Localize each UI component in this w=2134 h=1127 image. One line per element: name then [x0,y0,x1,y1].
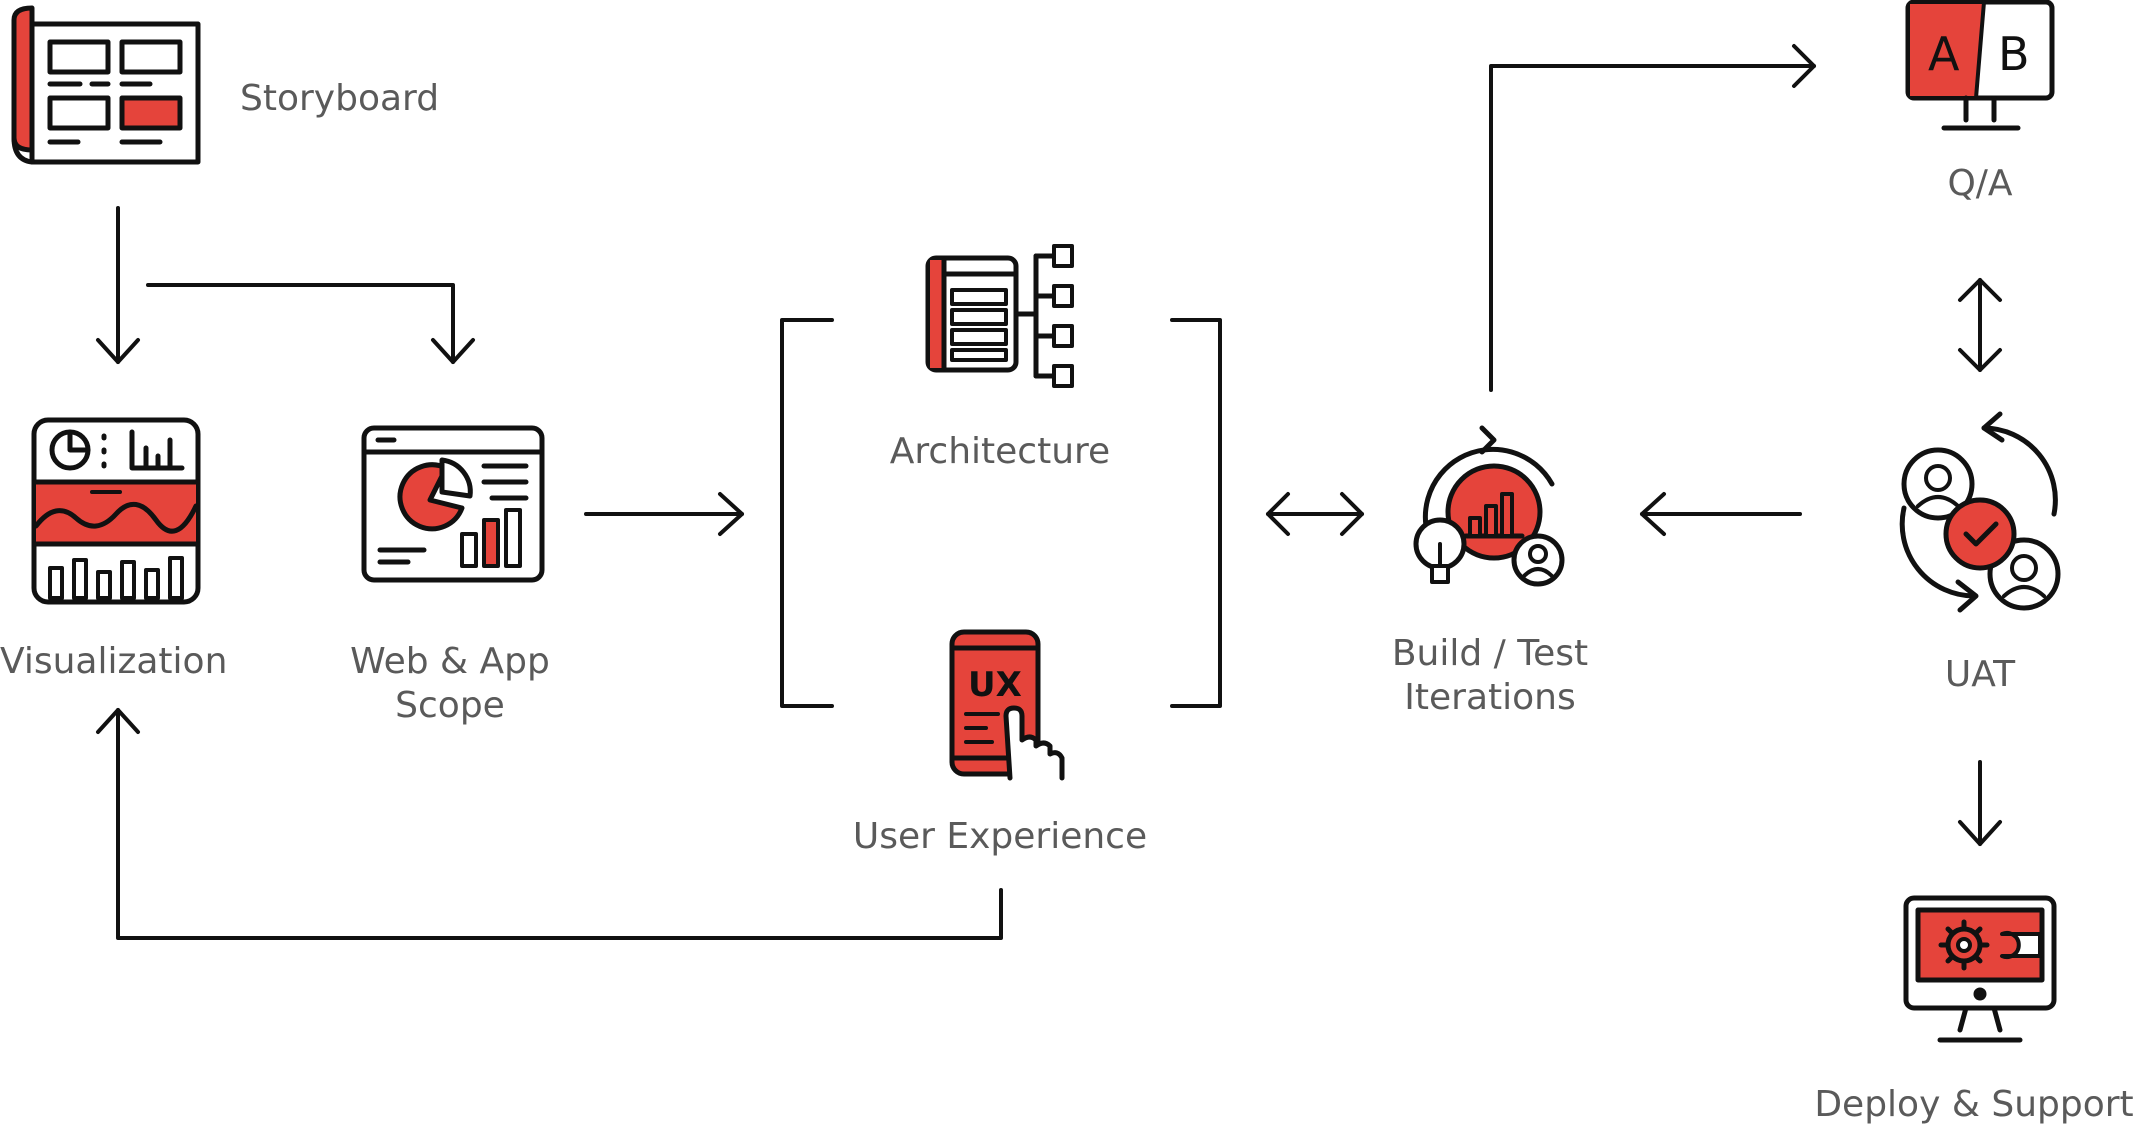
arrow-scope-to-design [584,492,744,536]
bracket-right [1170,318,1222,708]
label-qa: Q/A [1947,163,2013,204]
arrow-qa-uat-bidirectional [1958,278,2002,372]
arrow-storyboard-to-scope [146,283,475,364]
label-web-app-scope-line2: Scope [395,685,505,726]
arrow-storyboard-to-visualization [96,206,140,364]
svg-text:UX: UX [968,665,1022,705]
ux-touch-icon: UX [949,629,1065,781]
browser-analytics-icon [361,425,545,583]
arrow-ux-to-visualization [96,708,1003,940]
ab-letter-a: A [1928,27,1960,81]
label-visualization: Visualization [0,641,228,682]
arrow-uat-to-deploy [1958,760,2002,846]
sitemap-icon [925,244,1074,388]
arrow-build-to-qa [1489,44,1816,392]
label-web-app-scope-line1: Web & App [350,641,550,682]
monitor-settings-icon [1903,895,2057,1043]
arrow-design-build-bidirectional [1266,492,1364,536]
label-deploy-support: Deploy & Support [1814,1084,2134,1125]
label-storyboard: Storyboard [240,78,440,119]
label-build-test-line1: Build / Test [1391,633,1589,674]
storyboard-icon [11,5,201,165]
label-build-test: Build / Test Iterations [1392,632,1588,720]
ab-test-monitor-icon: A B [1905,0,2055,131]
label-uat: UAT [1944,654,2016,695]
iteration-cycle-icon [1413,425,1565,587]
ab-letter-b: B [1998,27,2030,81]
dashboard-icon [31,417,201,605]
bracket-left [780,318,834,708]
label-user-experience: User Experience [852,816,1148,857]
user-acceptance-icon [1899,411,2061,613]
arrow-uat-to-build [1640,492,1802,536]
label-web-app-scope: Web & App Scope [350,640,550,728]
label-architecture: Architecture [889,431,1111,472]
label-build-test-line2: Iterations [1404,677,1576,718]
